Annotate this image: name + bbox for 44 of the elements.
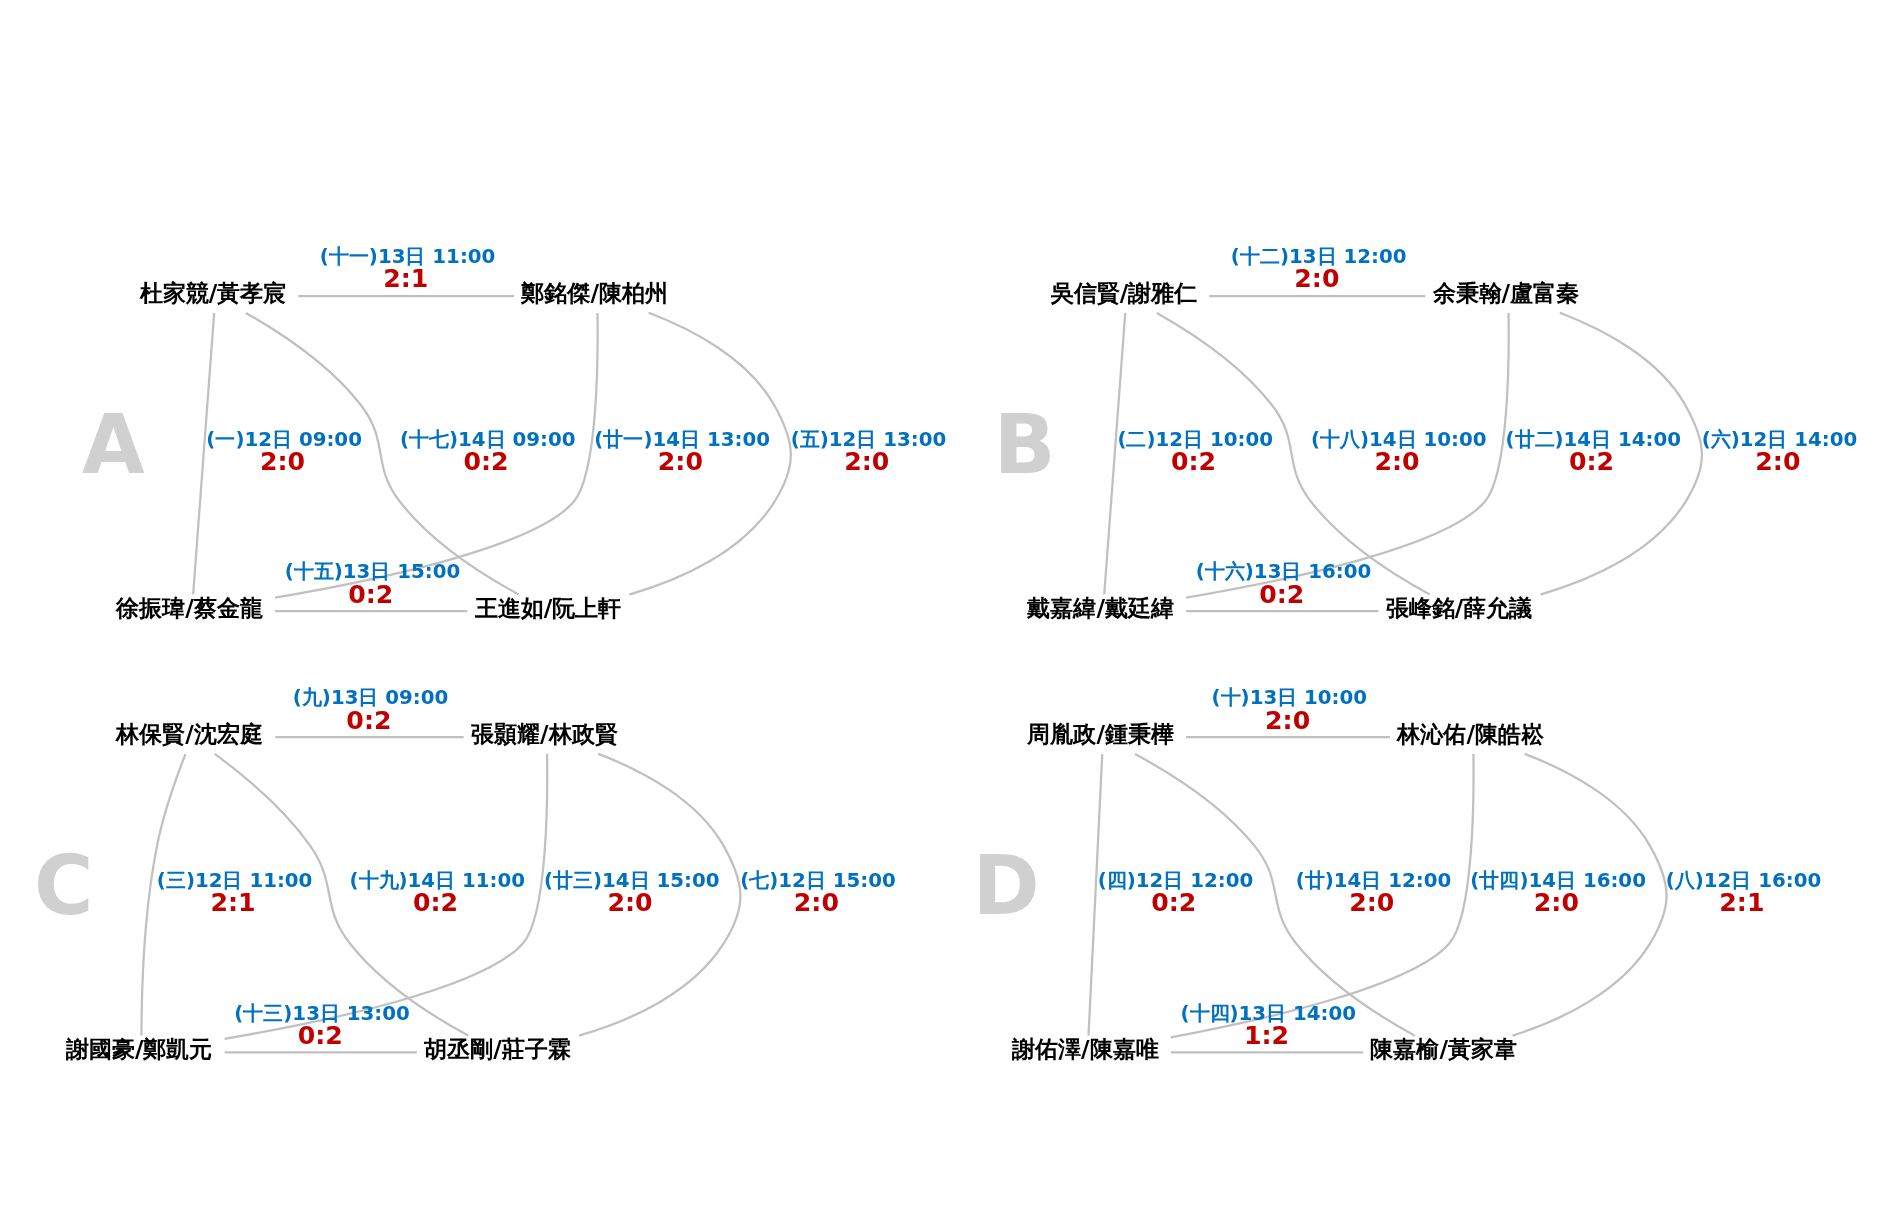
node-text: 陳嘉榆/黃家韋 xyxy=(1370,1034,1517,1063)
connector xyxy=(192,312,216,594)
connector xyxy=(1186,609,1379,612)
node-text: 謝國豪/鄭凱元 xyxy=(65,1034,213,1063)
connector xyxy=(274,312,599,599)
node-text: 周胤政/鍾秉樺 xyxy=(1027,719,1174,748)
connector xyxy=(275,735,464,738)
node-text: 吳信賢/謝雅仁 xyxy=(1050,278,1198,307)
connector xyxy=(1103,312,1127,594)
node-text: 胡丞剛/莊子霖 xyxy=(424,1034,571,1063)
edge-label: (九)13日 09:00 xyxy=(292,685,449,709)
connector xyxy=(140,753,187,1036)
edge-label: (十)13日 10:00 xyxy=(1211,685,1368,709)
node-text: 杜家競/黃孝宸 xyxy=(139,278,287,307)
connector xyxy=(224,1050,417,1053)
connector xyxy=(224,753,549,1040)
connector xyxy=(298,294,515,297)
edge-label: (十五)13日 15:00 xyxy=(284,559,461,583)
connector xyxy=(1170,1050,1364,1053)
edge-label: (十六)13日 16:00 xyxy=(1195,559,1372,583)
connector xyxy=(578,752,742,1037)
node-text: 謝佑澤/陳嘉唯 xyxy=(1012,1034,1159,1063)
connector xyxy=(1186,735,1390,738)
connector xyxy=(1185,312,1510,599)
connector xyxy=(1087,753,1104,1036)
node-text: 鄭銘傑/陳柏州 xyxy=(521,278,669,307)
connector xyxy=(214,752,469,1037)
node-text: 徐振瑋/蔡金龍 xyxy=(116,593,263,622)
node-text: 林保賢/沈宏庭 xyxy=(116,719,263,748)
connector xyxy=(1156,311,1431,595)
connector xyxy=(275,609,468,612)
connector xyxy=(629,311,792,596)
node-text: 余秉翰/盧富秦 xyxy=(1432,278,1580,307)
node-text: 林沁佑/陳皓崧 xyxy=(1397,719,1544,748)
node-text: 戴嘉緯/戴廷緯 xyxy=(1027,593,1174,622)
node-text: 王進如/阮上軒 xyxy=(474,593,622,622)
connector xyxy=(1512,752,1668,1037)
connector xyxy=(245,311,520,595)
node-text: 張顥耀/林政賢 xyxy=(471,719,618,748)
connector xyxy=(1540,311,1703,596)
connector xyxy=(1134,752,1416,1037)
connector xyxy=(1170,753,1475,1038)
connector xyxy=(1209,294,1426,297)
node-text: 張峰銘/薛允議 xyxy=(1385,593,1533,622)
